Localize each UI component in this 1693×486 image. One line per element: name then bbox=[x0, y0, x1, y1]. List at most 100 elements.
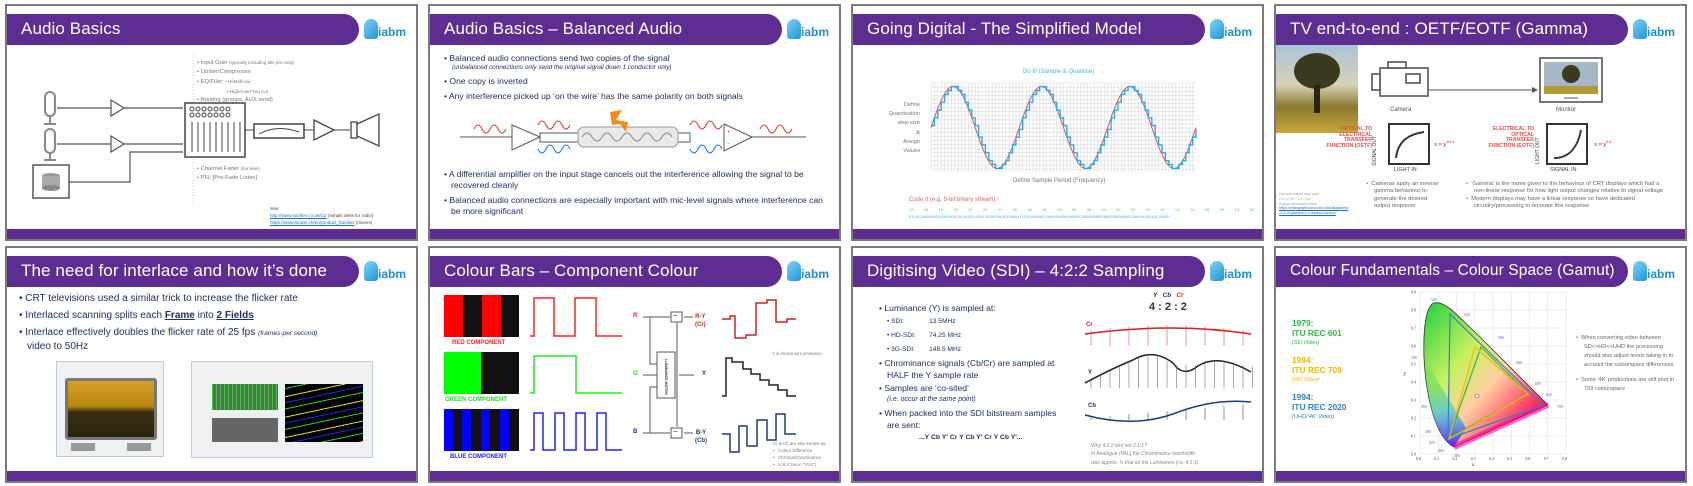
slide-422-sampling[interactable]: Digitising Video (SDI) – 4:2:2 Sampling … bbox=[851, 246, 1264, 483]
chart-title: Do it! (Sample & Quantise) bbox=[1023, 69, 1095, 75]
iabm-logo: iabm bbox=[1633, 19, 1677, 41]
blue-component-bars bbox=[444, 409, 519, 451]
gamma-note: Gamma values may vary:2.2 / 2.35 / 2.4 /… bbox=[1279, 192, 1349, 216]
mixer-features-list: • Input Gain (typically including Mic pr… bbox=[197, 60, 295, 103]
slide-going-digital[interactable]: Going Digital - The Simplified Model iab… bbox=[851, 4, 1264, 241]
slide-title: Audio Basics – Balanced Audio bbox=[444, 19, 683, 38]
sample-quantise-chart bbox=[930, 82, 1197, 172]
mixer-signal-chain-diagram bbox=[32, 54, 380, 206]
microphone-icon bbox=[44, 128, 56, 161]
minus-sign: − bbox=[673, 427, 678, 436]
x-tick-label: 0.8 bbox=[1562, 457, 1567, 461]
microphone-icon bbox=[44, 91, 56, 125]
slide-colour-bars[interactable]: Colour Bars – Component Colour iabm LUMI… bbox=[428, 246, 841, 483]
subtractor-box bbox=[670, 311, 683, 323]
input-r: R bbox=[633, 313, 638, 319]
iabm-logo: iabm bbox=[1210, 261, 1254, 283]
code-value: 06 bbox=[1086, 207, 1092, 212]
slide-oetf-eotf[interactable]: TV end-to-end : OETF/EOTF (Gamma) iabm C… bbox=[1274, 4, 1687, 241]
code-value: 01 bbox=[1130, 207, 1136, 212]
wavelength-label: 620 bbox=[1546, 393, 1552, 397]
wavelength-label: 700 bbox=[1557, 405, 1563, 409]
luminance-matrix-box bbox=[656, 351, 676, 399]
slide-title: Colour Fundamentals – Colour Space (Gamu… bbox=[1290, 262, 1615, 279]
x-tick-label: 0.3 bbox=[1471, 457, 1476, 461]
eotf-graph bbox=[1546, 123, 1588, 165]
gamut-standards: 1979:ITU REC 601(SD Video) 1994:ITU REC … bbox=[1292, 318, 1346, 422]
sdi-stream-sequence: ...Y Cb Y' Cr Y Cb Y' Cr Y Cb Y'... bbox=[919, 433, 1023, 441]
x-axis-label: Define Sample Period (Frequency) bbox=[1013, 178, 1106, 184]
code-value: 16 bbox=[923, 207, 929, 212]
y-tick-label: 0.3 bbox=[1411, 399, 1416, 403]
slide-footer bbox=[430, 229, 839, 239]
iabm-logo: iabm bbox=[364, 261, 408, 283]
red-component-label: RED COMPONENT bbox=[452, 340, 506, 346]
eotf-formula: x = y2.4 bbox=[1594, 140, 1612, 148]
wavelength-label: 600 bbox=[1535, 382, 1541, 386]
ratio-422: 4 : 2 : 2 bbox=[1149, 301, 1187, 313]
sonifex-link[interactable]: http://www.sonifex.co.uk/s1/ bbox=[270, 213, 327, 218]
eotf-label: ELECTRICAL TO OPTICAL TRANSFER FUNCTION … bbox=[1488, 126, 1534, 149]
oetf-x-axis: LIGHT IN bbox=[1394, 167, 1417, 173]
gamut-bullets: • When converting video between SD<>HD<>… bbox=[1576, 335, 1675, 392]
x-tick-label: 0.4 bbox=[1489, 457, 1494, 461]
component-colour-diagram bbox=[444, 295, 796, 453]
code-value: 02 bbox=[1175, 207, 1180, 212]
luminance-matrix-label: LUMINANCE MATRIX bbox=[664, 359, 668, 396]
x-tick-label: 0.1 bbox=[1434, 457, 1439, 461]
minus-sign: − bbox=[673, 311, 678, 320]
wavelength-label: 580 bbox=[1516, 361, 1522, 365]
slide-footer bbox=[1276, 471, 1685, 481]
svg-text:+: + bbox=[727, 130, 731, 136]
slide-header: The need for interlace and how it’s done bbox=[7, 256, 359, 287]
code-label: Code It (e.g. 5-bit binary stream) bbox=[909, 197, 996, 203]
slide-footer bbox=[853, 229, 1262, 239]
studer-link[interactable]: https://www.studer.ch/en/product_familie… bbox=[270, 220, 355, 225]
bullet-list: • CRT televisions used a similar trick t… bbox=[19, 293, 318, 352]
slide-interlace[interactable]: The need for interlace and how it’s done… bbox=[5, 246, 418, 483]
slide-header: TV end-to-end : OETF/EOTF (Gamma) bbox=[1276, 14, 1628, 45]
luminance-note: Y is known as Luminance bbox=[772, 351, 822, 356]
y-tick-label: 0.5 bbox=[1411, 363, 1416, 367]
y-tick-label: 0.7 bbox=[1411, 327, 1416, 331]
amplifier-icon bbox=[313, 118, 336, 142]
code-value: 04 bbox=[1101, 207, 1106, 212]
subtractor-box bbox=[670, 427, 683, 439]
cr-label: Cr bbox=[1086, 322, 1093, 328]
iabm-logo: iabm bbox=[787, 261, 831, 283]
y-tick-label: 0.1 bbox=[1411, 435, 1416, 439]
red-waveform bbox=[530, 297, 622, 337]
code-value: 13 bbox=[1234, 207, 1239, 212]
slide-header: Going Digital - The Simplified Model bbox=[853, 14, 1205, 45]
code-value: 04 bbox=[1190, 207, 1195, 212]
binary-stream: 0110110000100101010010101101011010110100… bbox=[909, 215, 1169, 219]
slide-title: Digitising Video (SDI) – 4:2:2 Sampling bbox=[867, 261, 1165, 280]
code-value: 21 bbox=[982, 207, 988, 212]
output-y: Y bbox=[702, 371, 707, 377]
slide-balanced-audio[interactable]: Audio Basics – Balanced Audio iabm • Bal… bbox=[428, 4, 841, 241]
see-links: See: http://www.sonifex.co.uk/s1/ (simpl… bbox=[270, 206, 374, 225]
slide-colour-gamut[interactable]: Colour Fundamentals – Colour Space (Gamu… bbox=[1274, 246, 1687, 483]
wavelength-label: 490 bbox=[1421, 405, 1427, 409]
rec2020: 1994:ITU REC 2020(UHD/’4K’ Video) bbox=[1292, 392, 1347, 420]
wavelength-label: 460 bbox=[1438, 449, 1444, 453]
wavelength-label: 520 bbox=[1431, 298, 1437, 302]
speaker-icon bbox=[350, 112, 380, 148]
slide-audio-basics[interactable]: Audio Basics iabm • Input Gain (typicall… bbox=[5, 4, 418, 241]
iabm-logo: iabm bbox=[1633, 261, 1677, 283]
output-ry: R-Y(Cr) bbox=[695, 314, 706, 328]
mixinglight-link[interactable]: https://mixinglight.com/color-tutorial/g… bbox=[1279, 206, 1349, 216]
code-value: 02 bbox=[1116, 207, 1121, 212]
white-point bbox=[1474, 393, 1480, 399]
oetf-y-axis: SIGNAL OUT bbox=[1372, 135, 1378, 166]
blue-component-label: BLUE COMPONENT bbox=[450, 454, 507, 460]
blue-waveform bbox=[530, 412, 622, 451]
y-axis-label: y bbox=[1404, 372, 1407, 377]
code-value: 01 bbox=[1145, 207, 1151, 212]
wavelength-label: 500 bbox=[1411, 356, 1417, 360]
bullet-list-2: • A differential amplifier on the input … bbox=[444, 169, 823, 216]
cr-waveform bbox=[1084, 327, 1252, 335]
slide-footer bbox=[430, 471, 839, 481]
